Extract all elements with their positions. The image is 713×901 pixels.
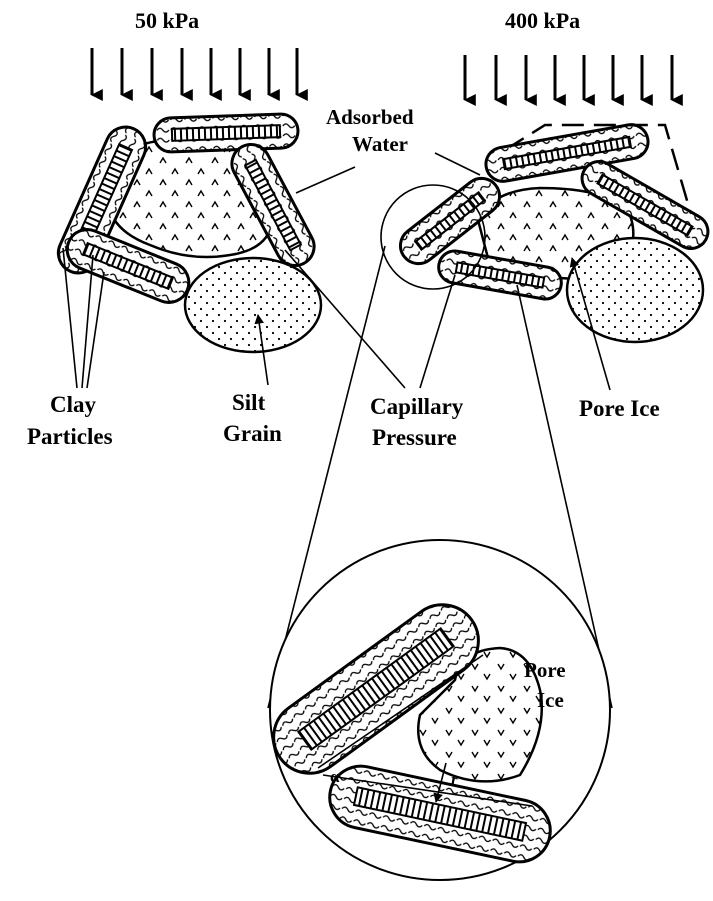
clay-particles-label: Clay Particles <box>27 392 113 449</box>
silt-grain-label: Silt Grain <box>223 390 282 446</box>
svg-text:Particles: Particles <box>27 424 113 449</box>
svg-text:Grain: Grain <box>223 421 282 446</box>
radius-label: r <box>451 770 458 789</box>
assemblage-50kpa <box>52 113 321 352</box>
load-label-right: 400 kPa <box>505 8 580 33</box>
svg-text:Clay: Clay <box>50 392 97 417</box>
load-label-left: 50 kPa <box>135 8 199 33</box>
svg-text:Ice: Ice <box>537 688 564 712</box>
clay-particle-left-2 <box>153 113 298 152</box>
svg-text:Silt: Silt <box>232 390 266 415</box>
load-arrows-left <box>92 48 297 95</box>
adsorbed-water-label: Adsorbed Water <box>326 105 414 156</box>
pore-ice-label: Pore Ice <box>579 396 660 421</box>
angle-alpha-label: α <box>330 767 340 786</box>
svg-text:Capillary: Capillary <box>370 394 464 419</box>
svg-text:Pore: Pore <box>524 658 566 682</box>
svg-text:Pressure: Pressure <box>372 425 457 450</box>
assemblage-400kpa <box>381 122 713 342</box>
svg-text:Water: Water <box>352 132 408 156</box>
capillary-pressure-label: Capillary Pressure <box>370 394 464 450</box>
svg-text:Adsorbed: Adsorbed <box>326 105 414 129</box>
load-arrows-right <box>465 55 672 100</box>
